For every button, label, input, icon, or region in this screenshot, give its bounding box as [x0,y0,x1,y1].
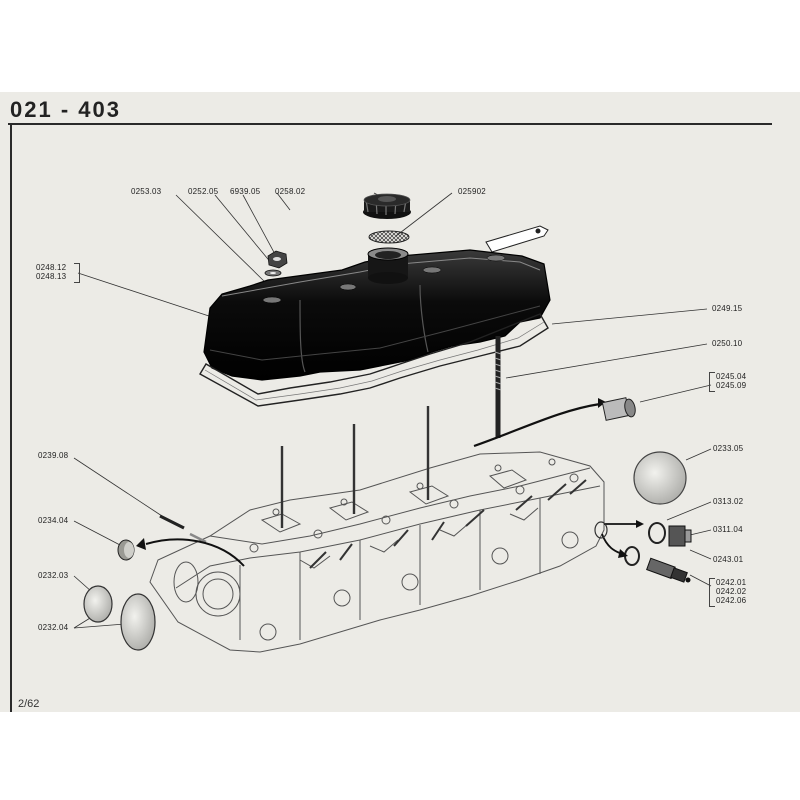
sealing-washer-icon [624,522,666,566]
oil-filler-cap-icon [363,193,411,219]
part-label-6939-05: 6939.05 [230,187,261,196]
assembly-arrow-icon [136,538,245,567]
part-label-0239-08: 0239.08 [38,451,69,460]
core-plug-icon [83,585,156,651]
oil-filter-mesh-icon [368,230,410,244]
drain-plug-icon [668,525,692,547]
part-label-0232-03: 0232.03 [38,571,69,580]
short-studs-icon [309,479,587,569]
part-label-0253-03: 0253.03 [131,187,162,196]
part-label-0245-09: 0245.09 [716,381,747,390]
loose-stud-icon [159,514,207,544]
sheet-title: 021 - 403 [10,97,121,122]
sensor-adapter-icon [473,397,636,448]
header-rule [8,123,772,125]
bracket-0248 [74,263,80,283]
part-label-0258-02: 0258.02 [275,187,306,196]
large-core-plug-icon [633,451,687,505]
part-label-0233-05: 0233.05 [713,444,744,453]
head-studs-icon [280,406,430,528]
page-number: 2/62 [18,698,40,710]
part-label-0245-04: 0245.04 [716,372,747,381]
part-label-0242-01: 0242.01 [716,578,747,587]
cylinder-head-icon [149,451,605,653]
part-label-0248-13: 0248.13 [36,272,67,281]
cup-plug-icon [117,539,135,561]
rocker-cover-icon [203,247,551,381]
part-label-0242-06: 0242.06 [716,596,747,605]
part-label-0311-04: 0311.04 [713,525,743,534]
part-label-0250-10: 0250.10 [712,339,743,348]
bracket-0245 [709,372,715,392]
part-label-0313-02: 0313.02 [713,497,744,506]
part-label-025902: 025902 [458,187,486,196]
temperature-sensor-icon [646,557,691,583]
part-label-0252-05: 0252.05 [188,187,219,196]
part-label-0232-04: 0232.04 [38,623,69,632]
part-label-0243-01: 0243.01 [713,555,744,564]
part-label-0249-15: 0249.15 [712,304,743,313]
fitting-arrows-icon [594,520,644,558]
part-label-0242-02: 0242.02 [716,587,747,596]
part-label-0248-12: 0248.12 [36,263,67,272]
leader-lines [73,192,712,629]
cover-stud-icon [494,336,502,438]
part-label-0234-04: 0234.04 [38,516,69,525]
bracket-0242 [709,578,715,607]
left-border-rule [10,123,12,712]
breather-bracket-icon [485,225,549,253]
